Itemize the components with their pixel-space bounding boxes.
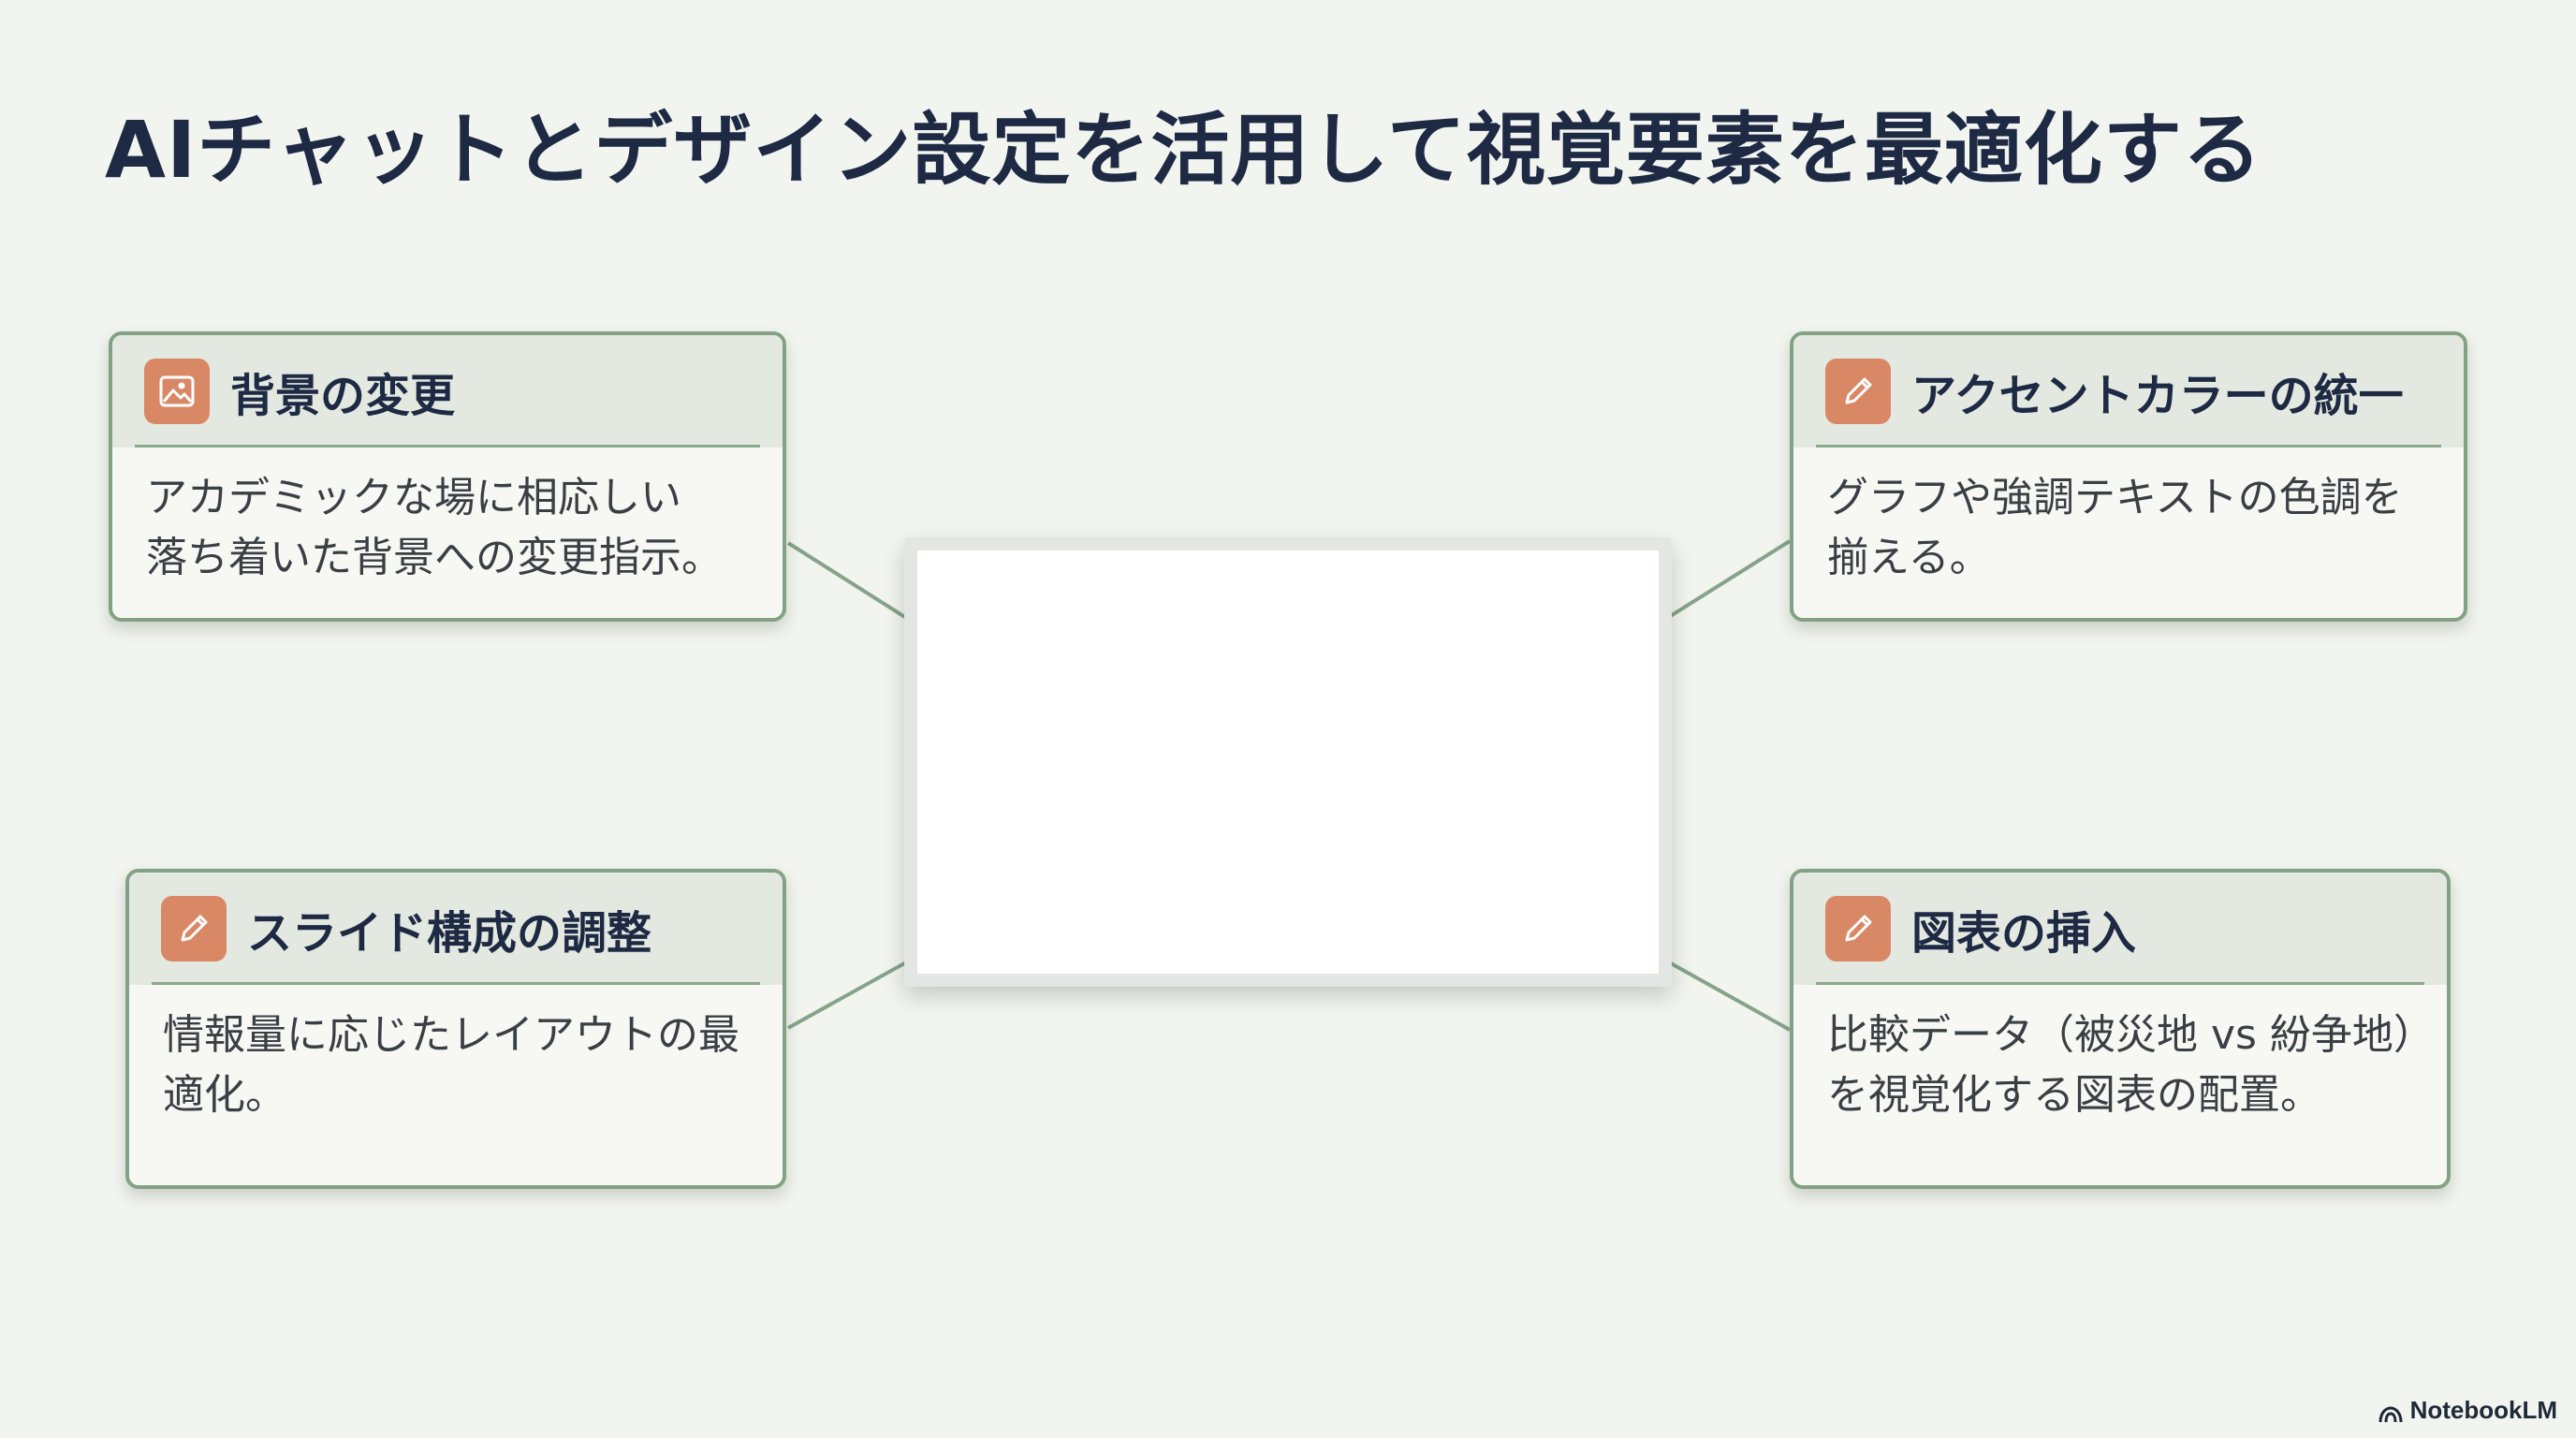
card-description: アカデミックな場に相応しい 落ち着いた背景への変更指示。 (112, 448, 783, 588)
card-line: アカデミックな場に相応しい (146, 474, 681, 521)
card-description: 情報量に応じたレイアウトの最 適化。 (129, 985, 783, 1125)
card-line: グラフや強調テキストの色調を (1827, 474, 2403, 521)
card-line: 比較データ（被災地 vs 紛争地） (1827, 1011, 2435, 1059)
card-description: 比較データ（被災地 vs 紛争地） を視覚化する図表の配置。 (1793, 985, 2447, 1125)
card-title: スライド構成の調整 (247, 907, 652, 960)
card-line: を視覚化する図表の配置。 (1827, 1071, 2321, 1119)
brand-watermark: NotebookLM (2378, 1396, 2557, 1425)
card-header: アクセントカラーの統一 (1793, 335, 2464, 448)
card-line: 適化。 (163, 1071, 286, 1119)
card-background-change: 背景の変更 アカデミックな場に相応しい 落ち着いた背景への変更指示。 (109, 331, 786, 622)
notebooklm-logo-icon (2378, 1401, 2403, 1422)
pencil-icon (1825, 896, 1891, 961)
card-description: グラフや強調テキストの色調を 揃える。 (1793, 448, 2464, 588)
page-title: AIチャットとデザイン設定を活用して視覚要素を最適化する (105, 104, 2262, 196)
card-chart-insert: 図表の挿入 比較データ（被災地 vs 紛争地） を視覚化する図表の配置。 (1790, 869, 2451, 1189)
card-line: 落ち着いた背景への変更指示。 (146, 534, 723, 581)
card-line: 揃える。 (1827, 534, 1991, 581)
card-accent-color: アクセントカラーの統一 グラフや強調テキストの色調を 揃える。 (1790, 331, 2467, 622)
brand-label: NotebookLM (2409, 1396, 2557, 1424)
pencil-icon (161, 896, 227, 961)
card-title: アクセントカラーの統一 (1911, 370, 2404, 422)
card-line: 情報量に応じたレイアウトの最 (163, 1011, 739, 1059)
card-title: 背景の変更 (230, 370, 456, 422)
pencil-icon (1825, 359, 1891, 424)
card-header: スライド構成の調整 (129, 873, 783, 985)
blank-slide (917, 550, 1659, 974)
card-slide-layout: スライド構成の調整 情報量に応じたレイアウトの最 適化。 (125, 869, 786, 1189)
image-icon (144, 359, 210, 424)
slide-preview (904, 537, 1672, 987)
card-header: 図表の挿入 (1793, 873, 2447, 985)
card-title: 図表の挿入 (1911, 907, 2137, 960)
card-header: 背景の変更 (112, 335, 783, 448)
